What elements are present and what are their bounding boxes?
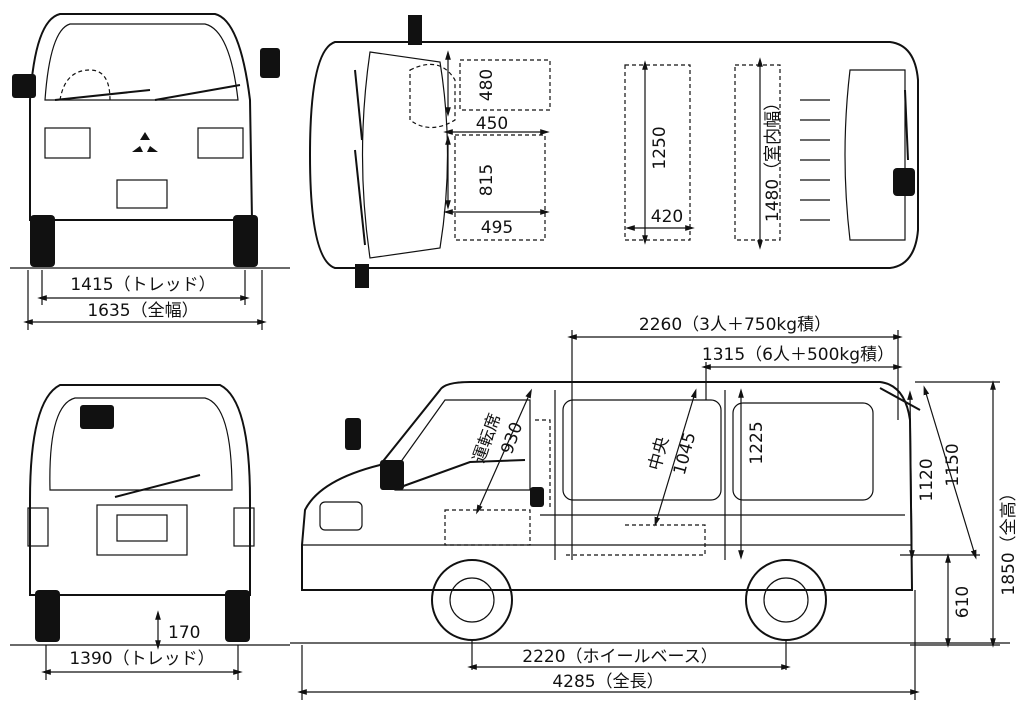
height-1120-label: 1120: [917, 458, 937, 501]
overall-length-label: 4285（全長）: [552, 672, 663, 692]
label-495: 495: [481, 218, 513, 238]
center-label: 中央: [645, 435, 673, 473]
overall-width-label: 1635（全幅）: [87, 301, 198, 321]
rear-tread-label: 1390（トレッド）: [69, 649, 214, 669]
rear-view: [10, 384, 290, 646]
top-view: [308, 15, 919, 288]
driver-seat-label: 運転席: [469, 411, 505, 466]
height-1225-label: 1225: [747, 421, 767, 464]
label-815: 815: [477, 164, 497, 196]
cargo-6p-label: 1315（6人＋500kg積）: [702, 345, 894, 365]
label-450: 450: [476, 114, 508, 134]
dim-center: [654, 388, 697, 527]
center-value: 1045: [670, 430, 701, 477]
height-1150-label: 1150: [943, 443, 963, 486]
front-view: [10, 13, 290, 269]
label-interior-width: 1480（室内幅）: [763, 94, 783, 222]
label-480: 480: [477, 69, 497, 101]
dim-driver-seat: [476, 388, 532, 515]
cargo-3p-label: 2260（3人＋750kg積）: [639, 315, 831, 335]
label-1250: 1250: [650, 126, 670, 169]
label-420: 420: [651, 207, 683, 227]
ground-clearance-label: 170: [168, 623, 200, 643]
dim-1120: [907, 390, 915, 560]
dim-1150: [923, 385, 977, 560]
front-tread-label: 1415（トレッド）: [70, 275, 215, 295]
overall-height-label: 1850（全高）: [999, 484, 1019, 595]
floor-height-label: 610: [953, 586, 973, 618]
wheelbase-label: 2220（ホイールベース）: [522, 647, 717, 667]
side-view: [290, 381, 1010, 644]
